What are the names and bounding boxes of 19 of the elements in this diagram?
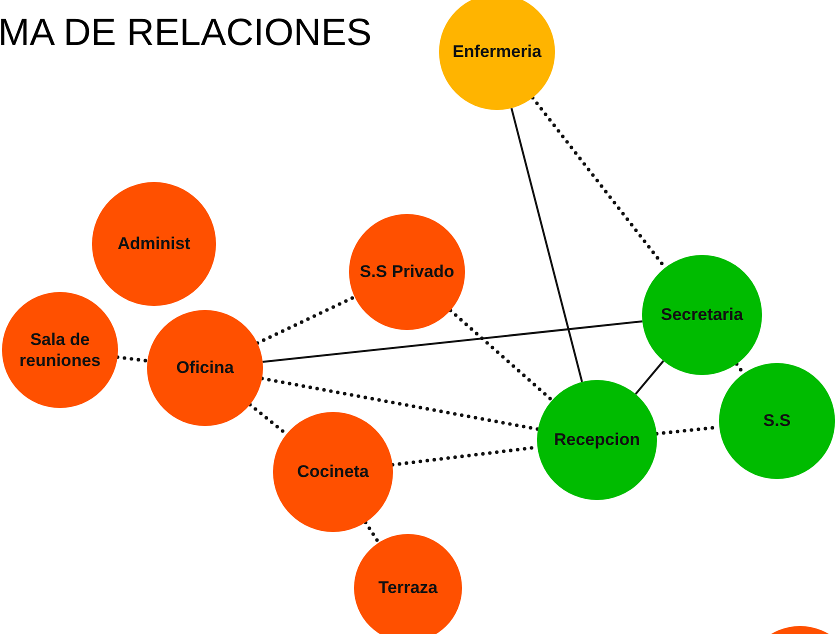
- dotted-connector: [260, 376, 540, 431]
- connector-line: [262, 320, 642, 363]
- dotted-connector: [256, 295, 356, 345]
- room-label: S.S: [762, 410, 792, 432]
- room-label: S.S Privado: [358, 261, 456, 283]
- connector-line: [634, 360, 664, 395]
- room-label: Sala de reuniones: [18, 328, 102, 372]
- room-label: Cocineta: [296, 461, 370, 483]
- room-label: Oficina: [175, 357, 235, 379]
- dotted-connector: [116, 355, 150, 363]
- connector-line: [510, 108, 583, 382]
- dotted-connector: [364, 520, 380, 544]
- room-label: Administ: [116, 233, 192, 255]
- room-label: Enfermeria: [452, 41, 542, 63]
- diagram-title: MA DE RELACIONES: [0, 12, 372, 55]
- room-label: Terraza: [377, 577, 439, 599]
- room-label: Secretaria: [660, 304, 744, 326]
- dotted-connector: [448, 308, 554, 402]
- room-label: Recepcion: [553, 429, 641, 451]
